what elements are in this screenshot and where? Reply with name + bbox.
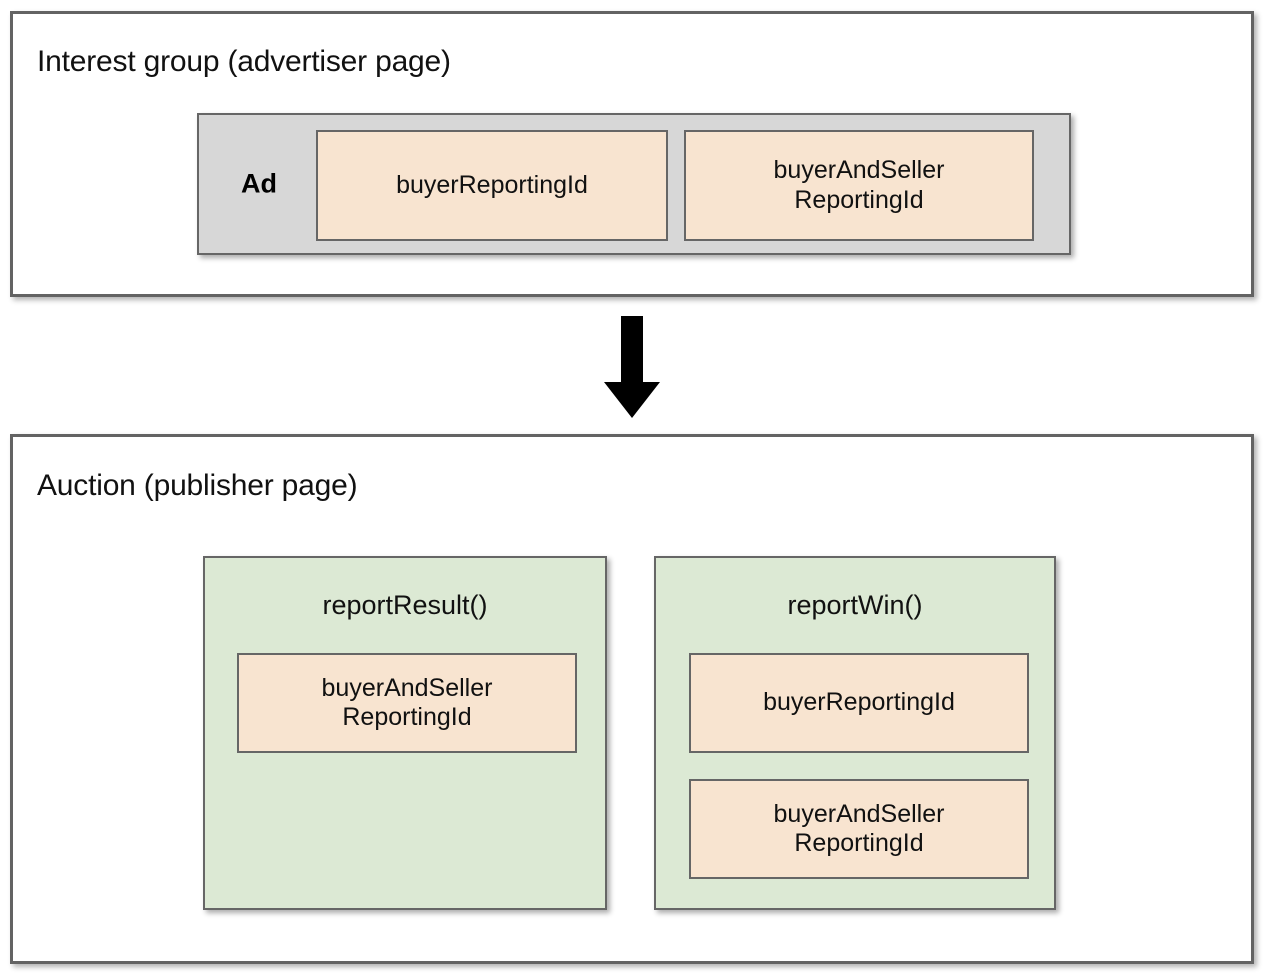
interest-group-title: Interest group (advertiser page) [37, 45, 451, 78]
auction-title: Auction (publisher page) [37, 469, 358, 502]
chip-label: buyerAndSeller ReportingId [321, 673, 493, 732]
chip-label: buyerAndSeller ReportingId [773, 799, 945, 858]
down-arrow-icon [604, 316, 660, 418]
chip-label: buyerReportingId [396, 170, 588, 199]
report-result-function-name: reportResult() [322, 590, 488, 620]
chip-buyer-and-seller-reporting-id: buyerAndSeller ReportingId [689, 779, 1029, 879]
ad-container: Ad buyerReportingId buyerAndSeller Repor… [197, 113, 1071, 255]
interest-group-panel: Interest group (advertiser page) Ad buye… [10, 11, 1254, 297]
report-win-function-name: reportWin() [787, 590, 923, 620]
chip-buyer-and-seller-reporting-id: buyerAndSeller ReportingId [237, 653, 577, 753]
chip-buyer-reporting-id: buyerReportingId [689, 653, 1029, 753]
auction-panel: Auction (publisher page) reportResult() … [10, 434, 1254, 964]
chip-buyer-and-seller-reporting-id: buyerAndSeller ReportingId [684, 130, 1034, 241]
report-win-container: reportWin() buyerReportingId buyerAndSel… [654, 556, 1056, 910]
report-result-container: reportResult() buyerAndSeller ReportingI… [203, 556, 607, 910]
chip-label: buyerReportingId [763, 688, 955, 717]
ad-label: Ad [241, 168, 277, 199]
chip-buyer-reporting-id: buyerReportingId [316, 130, 668, 241]
chip-label: buyerAndSeller ReportingId [773, 156, 945, 214]
